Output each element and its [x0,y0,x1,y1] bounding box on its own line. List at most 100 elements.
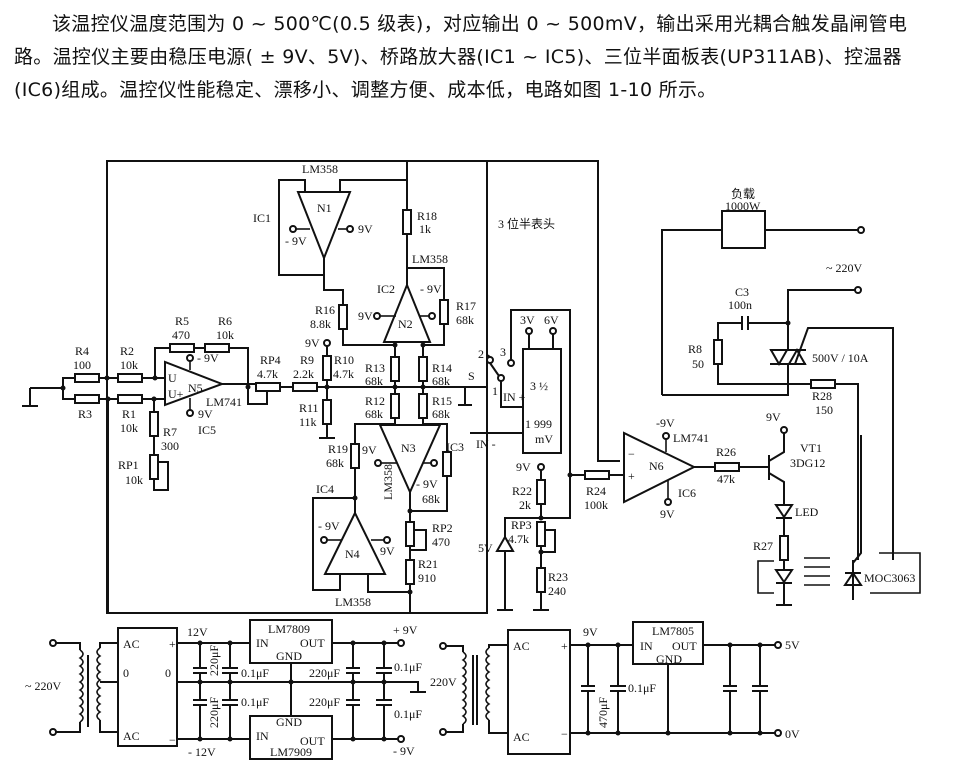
label-lm358-ic2: LM358 [412,252,448,266]
label-n6-pos-supply: 9V [660,507,675,521]
label-r9-value: 2.2k [293,367,314,381]
label-cap-01uf-e: 0.1μF [628,681,656,695]
label-n5: N5 [188,381,203,395]
label-n4: N4 [345,547,360,561]
label-cap-220uf-b: 220μF [207,697,221,728]
label-ic5: IC5 [198,423,216,437]
label-switch-s: S [468,369,475,383]
label-lm7909-gnd: GND [276,715,302,729]
gain-trim-network [405,515,427,613]
label-cap-220uf-a: 220μF [207,645,221,676]
supply-5v [439,621,782,755]
label-minus-12v: - 12V [188,745,216,759]
label-n5-neg-supply: - 9V [197,351,219,365]
label-r18-value: 1k [419,222,431,236]
label-r27: R27 [753,539,773,553]
label-ic3: IC3 [446,440,464,454]
op-amp-n5 [164,354,255,417]
label-lm741-ic6: LM741 [673,431,709,445]
label-n6-noninverting: + [628,469,635,483]
label-r17: R17 [456,299,476,313]
label-moc3063: MOC3063 [864,571,915,585]
bridge-resistors [390,345,472,424]
label-lm7809: LM7809 [268,622,310,636]
label-lm7805-in: IN [640,639,653,653]
label-r9: R9 [300,353,314,367]
label-switch-pos-1: 1 [492,384,498,398]
label-switch-pos-3: 3 [500,345,506,359]
label-cap-220uf-d: 220μF [309,695,340,709]
label-r18: R18 [417,209,437,223]
label-r23: R23 [548,570,568,584]
label-r19-value: 68k [326,456,344,470]
label-rp4: RP4 [260,353,281,367]
label-r8-value: 50 [692,357,704,371]
label-rectifier2-minus: − [561,727,568,741]
label-n5-noninverting: U+ [168,387,184,401]
label-load: 负载 [731,187,755,201]
op-amp-n2 [338,267,449,346]
label-n5-pos-supply: 9V [198,407,213,421]
label-rp4-value: 4.7k [257,367,278,381]
label-r1-value: 10k [120,421,138,435]
label-vt1-type: 3DG12 [790,456,825,470]
label-r7-value: 300 [161,439,179,453]
label-ic2: IC2 [377,282,395,296]
label-r16: R16 [315,303,335,317]
label-meter-in-minus: IN - [476,437,496,451]
label-lm7809-gnd: GND [276,649,302,663]
label-meter-unit: mV [535,432,553,446]
label-psu2-input: 220V [430,675,457,689]
label-9v-rail: 9V [583,625,598,639]
label-lm741-ic5: LM741 [206,395,242,409]
label-r23-value: 240 [548,584,566,598]
label-c3: C3 [735,285,749,299]
label-rectifier2-ac-1: AC [513,639,530,653]
label-rp3-value: 4.7k [508,532,529,546]
label-rectifier-zero-right: 0 [165,666,171,680]
description-paragraph: 该温控仪温度范围为 0 ~ 500℃(0.5 级表)，对应输出 0 ~ 500m… [14,8,944,107]
label-meter-6v: 6V [544,313,559,327]
label-lm7909-in: IN [256,729,269,743]
label-n1-neg-supply: - 9V [285,234,307,248]
label-lm7809-out: OUT [300,636,325,650]
label-zener-5v: 5V [478,541,493,555]
label-n6-inverting: − [628,447,635,461]
label-r17-value: 68k [456,313,474,327]
label-r26: R26 [716,445,736,459]
label-meter-digits: 3 ½ [530,379,548,393]
label-rectifier-minus: − [169,733,176,747]
label-r24: R24 [586,484,606,498]
label-r10-value: 4.7k [333,367,354,381]
label-n1-pos-supply: 9V [358,222,373,236]
label-c3-value: 100n [728,298,752,312]
label-n6: N6 [649,459,664,473]
label-r15: R15 [432,394,452,408]
label-rp3: RP3 [511,518,532,532]
label-r4: R4 [75,344,89,358]
label-r5: R5 [175,314,189,328]
label-lm7805-gnd: GND [656,652,682,666]
label-rp1: RP1 [118,458,139,472]
label-n3-pos-supply: 9V [362,443,377,457]
label-n3: N3 [401,441,416,455]
label-n2: N2 [398,317,413,331]
label-r22-value: 2k [519,498,531,512]
label-rectifier-ac-2: AC [123,729,140,743]
label-r11: R11 [299,401,319,415]
label-n4-neg-supply: - 9V [318,519,340,533]
label-rp2: RP2 [432,521,453,535]
label-rp1-value: 10k [125,473,143,487]
label-lm358-top: LM358 [302,162,338,176]
label-r7: R7 [163,425,177,439]
label-meter-3v: 3V [520,313,535,327]
label-plus-12v: 12V [187,625,208,639]
label-n3-neg-supply: - 9V [416,477,438,491]
label-meter-range: 1 999 [525,417,552,431]
op-amp-n6 [570,431,769,506]
label-r4-value: 100 [73,358,91,372]
label-lm7909-out: OUT [300,734,325,748]
label-r28-value: 150 [815,403,833,417]
label-r3: R3 [78,407,92,421]
